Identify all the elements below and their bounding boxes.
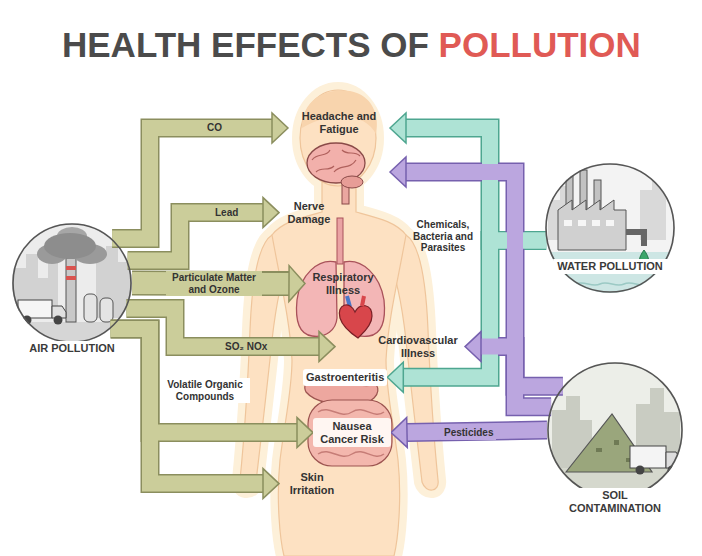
illustration-shape bbox=[545, 163, 675, 293]
arrow-head bbox=[297, 418, 313, 448]
illustration-shape bbox=[596, 448, 602, 452]
arrow-head bbox=[387, 362, 403, 392]
illustration-shape bbox=[626, 232, 644, 246]
effect-box: Nerve Damage bbox=[279, 198, 339, 227]
effect-label: Skin Irritation bbox=[282, 471, 342, 496]
effect-box: Skin Irritation bbox=[279, 469, 345, 498]
title-word: OF bbox=[380, 25, 429, 64]
source-label: AIR POLLUTION bbox=[25, 341, 119, 356]
illustration-shape bbox=[572, 159, 596, 169]
effect-label: Headache and Fatigue bbox=[291, 110, 387, 135]
circle-border bbox=[13, 224, 131, 342]
effect-label: Nerve Damage bbox=[282, 200, 336, 225]
illustration-shape bbox=[630, 446, 666, 468]
brain bbox=[307, 143, 365, 204]
connector-heads bbox=[263, 113, 481, 499]
body-glow bbox=[240, 90, 438, 556]
illustration-shape bbox=[44, 233, 96, 259]
illustration-shape bbox=[66, 276, 76, 280]
source-circle: WATER POLLUTION bbox=[545, 163, 675, 293]
effect-label: Cardiovascular Illness bbox=[374, 334, 462, 359]
illustration-shape bbox=[312, 150, 360, 172]
illustration-shape bbox=[339, 305, 372, 338]
edge-label: Lead bbox=[212, 206, 241, 220]
edge-label: Volatile Organic Compounds bbox=[160, 378, 250, 403]
heart bbox=[339, 296, 372, 338]
arrow-head bbox=[465, 332, 481, 362]
source-circle: AIR POLLUTION bbox=[12, 223, 132, 343]
arrow-head bbox=[390, 113, 406, 143]
illustration-shape bbox=[341, 176, 363, 188]
source-label: WATER POLLUTION bbox=[553, 259, 667, 274]
arrow-head bbox=[263, 469, 279, 499]
soil-contamination-scene bbox=[547, 362, 683, 500]
arrow-head bbox=[390, 157, 406, 187]
illustration-shape bbox=[578, 220, 586, 226]
edge-label: Chemicals, Bacteria and Parasites bbox=[408, 218, 478, 255]
arrow-head bbox=[391, 417, 407, 447]
illustration-shape bbox=[66, 266, 76, 270]
effect-box: Gastroenteritis bbox=[303, 369, 387, 386]
arrow-outline bbox=[132, 271, 289, 297]
illustration-shape bbox=[592, 220, 600, 226]
illustration-shape bbox=[614, 440, 619, 445]
illustration-shape bbox=[337, 218, 343, 264]
source-circle: SOIL CONTAMINATION bbox=[547, 362, 683, 498]
connector-bands bbox=[111, 128, 563, 484]
illustration-shape bbox=[300, 90, 376, 186]
circle-border bbox=[548, 363, 682, 497]
illustration-shape bbox=[300, 90, 376, 186]
illustration-shape bbox=[545, 252, 675, 297]
circle-outline bbox=[547, 362, 683, 498]
source-label: SOIL CONTAMINATION bbox=[563, 488, 668, 516]
illustration-shape bbox=[84, 294, 97, 322]
title-word: HEALTH bbox=[62, 25, 201, 64]
illustration-shape bbox=[636, 466, 645, 475]
illustration-shape bbox=[308, 400, 392, 466]
edge-label: CO bbox=[204, 121, 225, 135]
effect-label: Nausea Cancer Risk bbox=[316, 420, 388, 445]
title-word: EFFECTS bbox=[211, 25, 370, 64]
illustration-shape bbox=[272, 182, 406, 556]
effect-label: Gastroenteritis bbox=[306, 371, 384, 384]
body-silhouette bbox=[240, 90, 438, 556]
edge-label: Particulate Matter and Ozone bbox=[166, 271, 262, 296]
illustration-shape bbox=[66, 258, 76, 322]
illustration-shape bbox=[272, 182, 406, 556]
arrow-band bbox=[112, 128, 272, 238]
diagram-title: HEALTH EFFECTS OF POLLUTION bbox=[62, 24, 641, 66]
illustration-shape bbox=[552, 283, 672, 285]
circle-outline bbox=[12, 223, 132, 343]
arrow-head bbox=[289, 266, 305, 302]
effect-box: Nausea Cancer Risk bbox=[313, 418, 391, 447]
circle-border bbox=[546, 164, 674, 292]
effect-box: Respiratory Illness bbox=[305, 269, 381, 298]
effect-box: Headache and Fatigue bbox=[288, 108, 390, 192]
arrow-band bbox=[481, 347, 551, 407]
connector-outlines bbox=[111, 128, 563, 484]
effect-box: Cardiovascular Illness bbox=[335, 332, 465, 361]
illustration-shape bbox=[606, 220, 614, 226]
arrow-band bbox=[128, 213, 263, 261]
arrow-band bbox=[111, 329, 297, 433]
illustration-shape bbox=[54, 316, 63, 325]
illustration-shape bbox=[100, 298, 113, 322]
illustration-shape bbox=[558, 200, 626, 250]
digestive-organs bbox=[305, 376, 392, 466]
title-word: POLLUTION bbox=[439, 25, 641, 64]
arrow-head bbox=[319, 332, 335, 362]
illustration-shape bbox=[362, 296, 364, 306]
arrow-head bbox=[272, 113, 288, 143]
edge-label: Pesticides bbox=[441, 426, 496, 440]
arrow-head bbox=[263, 198, 279, 228]
edge-label: SO₂ NOx bbox=[222, 340, 270, 354]
illustration-shape bbox=[564, 220, 572, 226]
effect-label: Respiratory Illness bbox=[308, 271, 378, 296]
illustration-shape bbox=[666, 452, 681, 468]
water-pollution-scene bbox=[545, 159, 675, 297]
